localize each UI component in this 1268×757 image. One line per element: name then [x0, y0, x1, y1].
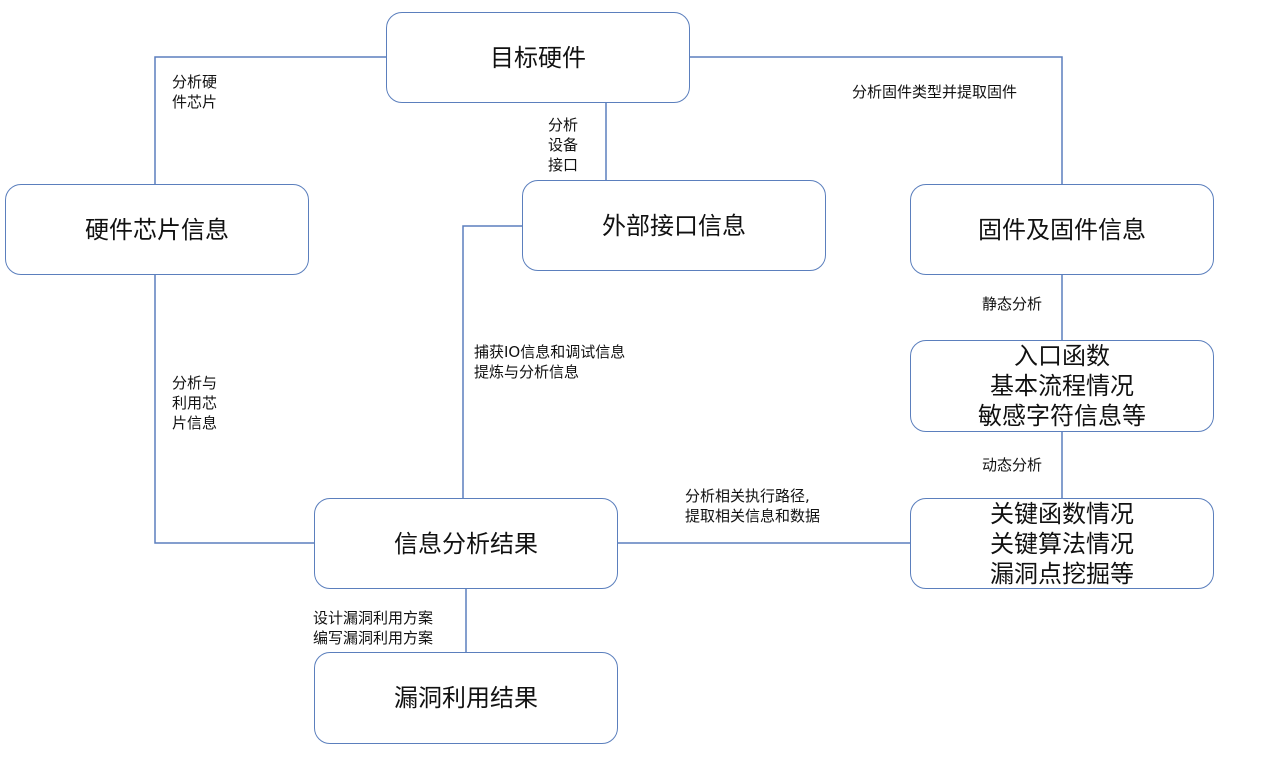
- edge-target-to-chip: [154, 56, 386, 184]
- edge-label-analyze-chip: 分析硬 件芯片: [172, 73, 218, 111]
- node-hardware-chip-info: 硬件芯片信息: [5, 184, 309, 275]
- node-dynamic-analysis-result: 关键函数情况 关键算法情况 漏洞点挖掘等: [910, 498, 1214, 589]
- node-firmware-info: 固件及固件信息: [910, 184, 1214, 275]
- edge-label-chip-exploit: 分析与 利用芯 片信息: [172, 374, 218, 432]
- edge-label-execution-path: 分析相关执行路径, 提取相关信息和数据: [685, 487, 821, 525]
- node-static-analysis-result: 入口函数 基本流程情况 敏感字符信息等: [910, 340, 1214, 432]
- edge-chip-to-result: [154, 275, 314, 544]
- node-exploit-result: 漏洞利用结果: [314, 652, 618, 744]
- edge-target-to-firmware: [690, 56, 1063, 184]
- edge-label-static-analysis: 静态分析: [982, 295, 1043, 313]
- edge-interface-to-result: [462, 225, 522, 498]
- node-info-analysis-result: 信息分析结果: [314, 498, 618, 589]
- node-target-hardware: 目标硬件: [386, 12, 690, 103]
- edge-label-dynamic-analysis: 动态分析: [982, 456, 1043, 474]
- edge-label-exploit-plan: 设计漏洞利用方案 编写漏洞利用方案: [313, 609, 434, 647]
- node-external-interface-info: 外部接口信息: [522, 180, 826, 271]
- edge-label-capture-io: 捕获IO信息和调试信息 提炼与分析信息: [474, 343, 626, 381]
- edge-label-extract-firmware: 分析固件类型并提取固件: [852, 83, 1018, 101]
- edge-label-analyze-interface: 分析 设备 接口: [548, 116, 579, 174]
